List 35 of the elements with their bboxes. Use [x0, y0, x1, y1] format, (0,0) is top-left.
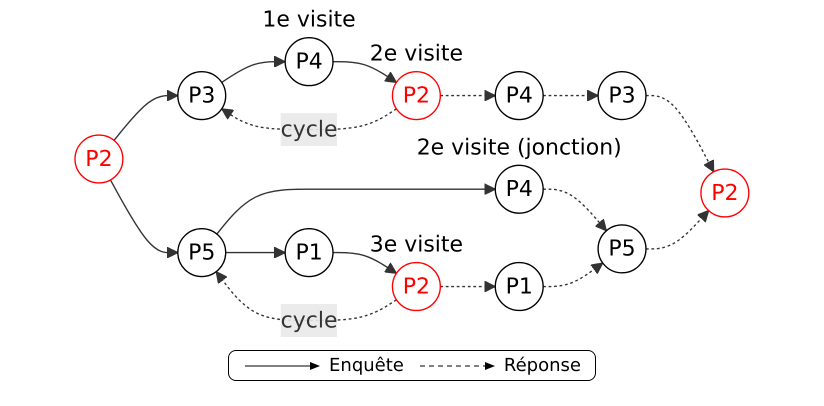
node-circle: P2 [392, 71, 442, 120]
node-caption: 3e visite [370, 232, 464, 258]
arrow [646, 210, 710, 250]
arrow [543, 188, 608, 232]
arrow [226, 246, 286, 259]
node-circle: P2 [74, 134, 124, 184]
arrow [440, 280, 496, 293]
arrow [440, 90, 496, 102]
node-circle: P5 [177, 228, 226, 278]
arrow [110, 180, 178, 259]
node-caption: 2e visite (jonction) [416, 135, 622, 160]
edge-label: cycle [280, 306, 338, 333]
arrow [216, 183, 496, 234]
node-circle: P2 [700, 168, 750, 218]
arrow [646, 94, 714, 172]
legend-text: Réponse [504, 355, 581, 376]
node-caption: 1e visite [262, 8, 356, 33]
node-circle: P5 [598, 224, 647, 274]
arrow [333, 60, 398, 83]
node-circle: P1 [494, 262, 544, 312]
node-circle: P4 [494, 71, 544, 120]
node-circle: P1 [284, 228, 334, 278]
arrow [221, 56, 286, 83]
node-circle: P3 [177, 71, 226, 120]
node-caption: 2e visite [370, 42, 464, 67]
node-circle: P2 [392, 262, 442, 312]
arrow [543, 262, 604, 288]
node-circle: P4 [284, 37, 334, 86]
legend-text: Enquête [329, 355, 404, 376]
node-circle: P3 [598, 71, 647, 120]
arrow [333, 252, 398, 274]
arrow [543, 90, 599, 102]
edge-label: cycle [280, 116, 338, 142]
arrow [114, 90, 178, 141]
node-circle: P4 [494, 164, 544, 214]
